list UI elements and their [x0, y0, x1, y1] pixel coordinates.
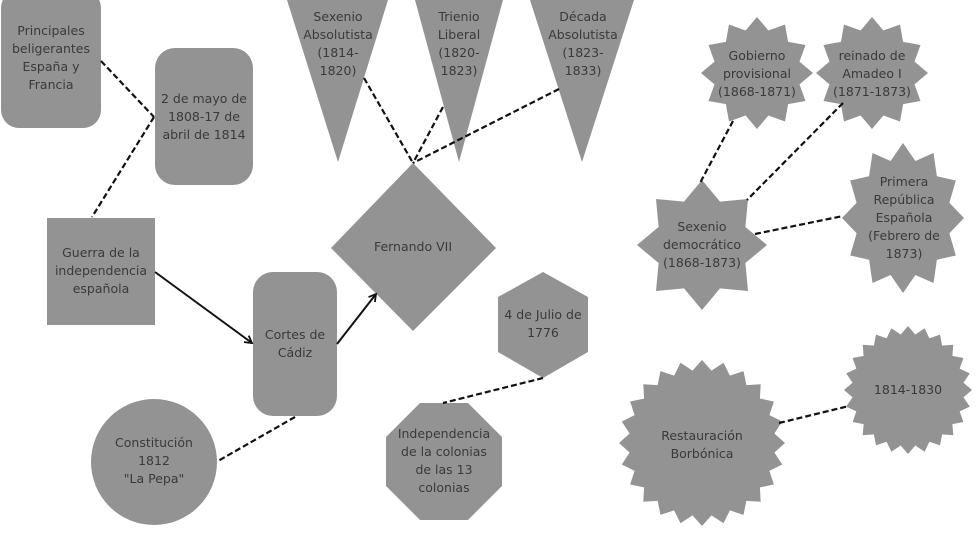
label-amadeo: reinado de Amadeo I (1871-1873) [833, 48, 911, 99]
edge-principales-dos-de-mayo [100, 60, 155, 118]
node-decada[interactable] [530, 0, 634, 162]
label-dos-de-mayo: 2 de mayo de 1808-17 de abril de 1814 [160, 91, 247, 142]
node-sexenio-democratico[interactable] [637, 180, 767, 310]
node-independencia-colonias[interactable] [386, 403, 502, 520]
label-1814-1830: 1814-1830 [873, 382, 943, 397]
node-amadeo[interactable] [816, 17, 928, 129]
edge-gobierno-sexenio-dem [699, 120, 734, 184]
label-independencia-colonias: Independencia de la colonias de las 13 c… [397, 426, 491, 495]
edge-restauracion-1814-1830 [778, 404, 850, 425]
edge-sexenio-abs-fernando [363, 77, 414, 164]
node-cortes[interactable] [253, 272, 337, 416]
label-cortes: Cortes de Cádiz [264, 327, 326, 360]
label-guerra: Guerra de la independencia española [54, 245, 148, 296]
label-decada: Década Absolutista (1823- 1833) [548, 9, 618, 78]
edge-trienio-fernando [412, 106, 444, 164]
label-sexenio-absolutista: Sexenio Absolutista (1814- 1820) [303, 9, 373, 78]
label-trienio: Trienio Liberal (1820- 1823) [437, 9, 481, 78]
node-julio-1776[interactable] [498, 272, 588, 378]
node-1814-1830[interactable] [844, 326, 972, 454]
label-constitucion: Constitución 1812 "La Pepa" [115, 435, 193, 486]
edge-guerra-cortes [154, 271, 254, 345]
edge-julio-independencia [442, 376, 544, 405]
edge-decada-fernando [412, 88, 560, 164]
label-fernando: Fernando VII [373, 239, 453, 254]
edge-cortes-constitucion [217, 416, 296, 462]
label-restauracion: Restauración Borbónica [661, 428, 743, 461]
label-sexenio-democratico: Sexenio democrático (1868-1873) [662, 219, 741, 270]
node-trienio[interactable] [415, 0, 503, 162]
label-primera-republica: Primera República Española (Febrero de 1… [868, 174, 940, 261]
node-sexenio-absolutista[interactable] [287, 0, 388, 162]
edge-sexenio-dem-primera-rep [754, 214, 844, 236]
node-dos-de-mayo[interactable] [155, 48, 253, 185]
node-restauracion[interactable] [619, 360, 785, 526]
node-gobierno-provisional[interactable] [701, 17, 813, 129]
node-primera-republica[interactable] [842, 143, 964, 293]
label-julio-1776: 4 de Julio de 1776 [504, 307, 582, 340]
node-guerra[interactable] [47, 218, 155, 325]
node-fernando[interactable] [331, 163, 496, 331]
edge-dos-de-mayo-guerra [91, 116, 155, 218]
edge-amadeo-sexenio-dem [746, 102, 844, 201]
node-constitucion[interactable] [91, 399, 217, 525]
edge-cortes-fernando [336, 292, 378, 345]
label-principales: Principales beligerantes España y Franci… [11, 23, 91, 92]
node-principales[interactable] [1, 0, 101, 128]
label-gobierno-provisional: Gobierno provisional (1868-1871) [718, 48, 796, 99]
